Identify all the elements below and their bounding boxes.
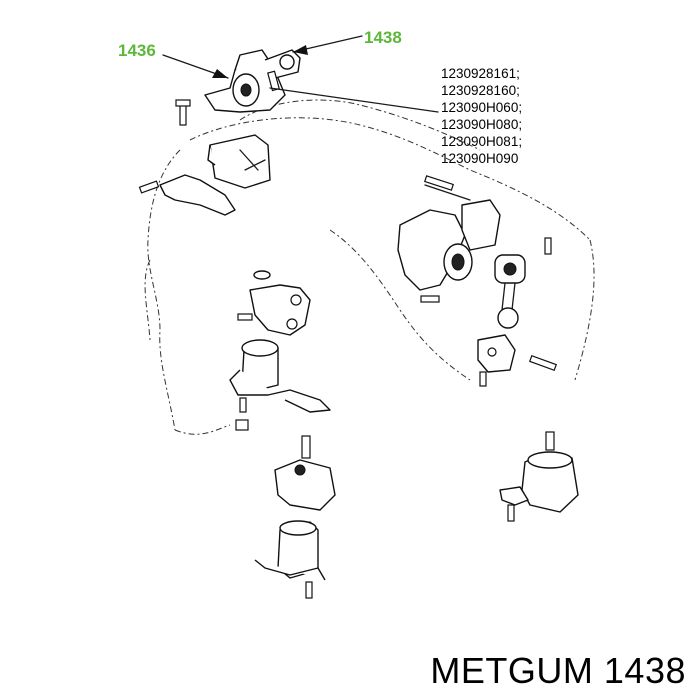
lower-right-bracket: [477, 334, 558, 387]
callout-1438: 1438: [364, 28, 402, 47]
lower-engine-mount: [254, 435, 336, 599]
callout-1436: 1436: [118, 41, 156, 60]
right-side-mount: [397, 175, 552, 329]
part-number: 123090H080;: [441, 117, 522, 132]
part-number: 123090H081;: [441, 134, 522, 149]
upper-engine-mount: [175, 49, 301, 189]
engine-outline: [144, 99, 595, 435]
leader-lines: [162, 35, 439, 113]
part-number: 123090H090: [441, 151, 518, 166]
brand-label: METGUM 1438: [430, 650, 686, 691]
part-number: 123090H060;: [441, 100, 522, 115]
left-bracket: [138, 174, 236, 216]
right-lower-mount: [499, 431, 579, 522]
part-number-list: 1230928161; 1230928160; 123090H060; 1230…: [441, 66, 522, 166]
front-engine-mount: [229, 270, 331, 431]
part-number: 1230928161;: [441, 66, 520, 81]
part-number: 1230928160;: [441, 83, 520, 98]
